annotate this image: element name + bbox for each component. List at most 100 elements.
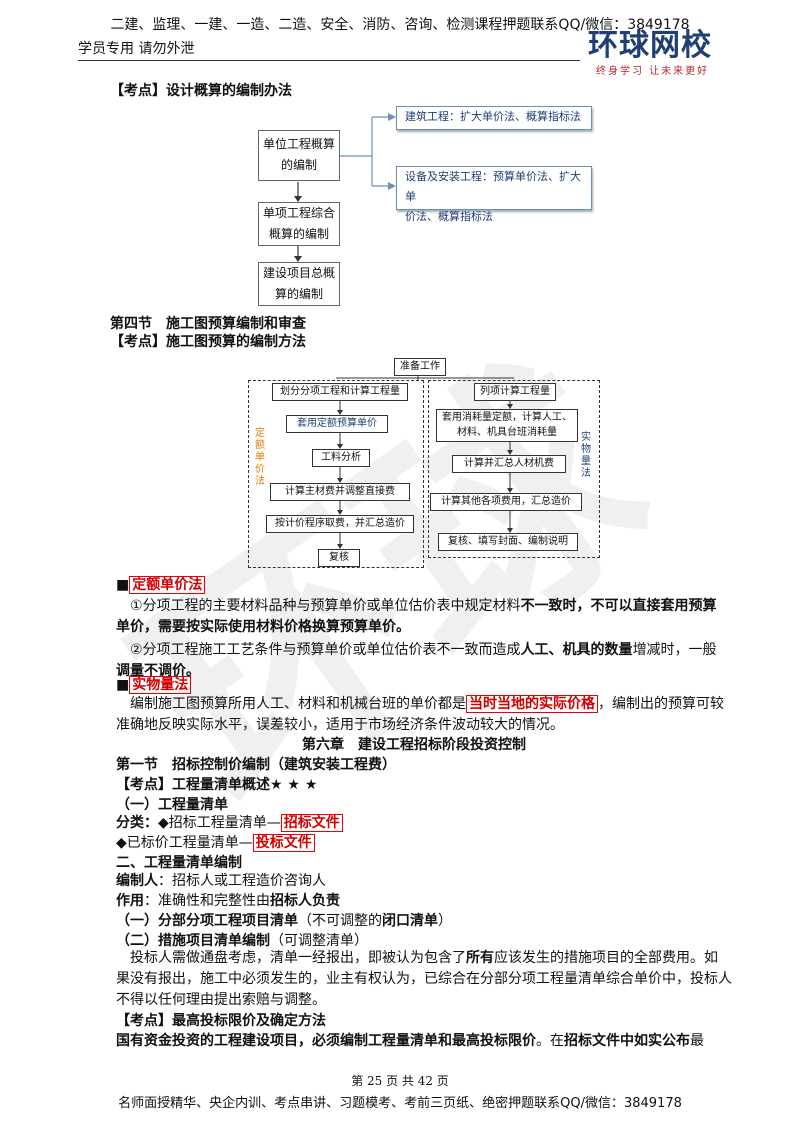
preparer-text: ：招标人或工程造价咨询人 <box>158 873 326 889</box>
right-step-2-line2: 材料、机具台班消耗量 <box>457 427 557 438</box>
p1-bold: 不一致时，不可以直接套用预算 <box>520 598 717 614</box>
section-title-construction-budget: 第四节 施工图预算编制和审查 <box>110 316 306 332</box>
physical-quantity-method-frame <box>428 380 600 558</box>
closed-list-bold: 闭口清单 <box>382 913 438 929</box>
logo-slogan: 终身学习 让未来更好 <box>596 66 710 77</box>
unit-price-method-label: 定额单价法 <box>255 428 265 487</box>
p5-end: 最 <box>690 1033 704 1049</box>
total-estimate-line1: 建设项目总概 <box>262 266 335 280</box>
heading-physical-quantity-method: ■实物量法 <box>116 674 192 694</box>
right-step-1: 列项计算工程量 <box>474 383 556 401</box>
p4-bold: 所有 <box>466 950 494 966</box>
preparer-label: 编制人 <box>116 873 158 889</box>
unit-price-method-tag: 定额单价法 <box>129 576 206 594</box>
subheading-bill-preparation: 二、工程量清单编制 <box>116 855 242 871</box>
subheading-bill-of-quantities: （一）工程量清单 <box>116 797 228 813</box>
right-step-2-line1: 套用消耗量定额，计算人工、 <box>442 412 572 423</box>
p3-normal: 编制施工图预算所用人工、材料和机械台班的单价都是 <box>130 696 466 712</box>
right-step-2: 套用消耗量定额，计算人工、 材料、机具台班消耗量 <box>436 409 578 442</box>
total-estimate-line2: 算的编制 <box>274 287 323 301</box>
right-step-4: 计算其他各项费用，汇总造价 <box>430 493 582 511</box>
left-step-2: 套用定额预算单价 <box>286 415 388 433</box>
left-step-3: 工料分析 <box>312 449 370 467</box>
p4-normal-cont: 应该发生的措施项目的全部费用。如 <box>494 950 718 966</box>
heading-unit-price-method: ■定额单价法 <box>116 574 206 594</box>
p2-bold-end: 调量不调价。 <box>116 663 200 679</box>
physical-quantity-method-label: 实物量法 <box>581 432 591 479</box>
left-step-5: 按计价程序取费，并汇总造价 <box>266 515 414 533</box>
role-text: ：准确性和完整性由 <box>144 893 270 909</box>
chapter-title: 第六章 建设工程招标阶段投资控制 <box>302 737 526 753</box>
p4-normal: 投标人需做通盘考虑，清单一经报出，即被认为包含了 <box>130 950 466 966</box>
page-number: 第 25 页 共 42 页 <box>351 1074 449 1088</box>
right-step-3: 计算并汇总人材机费 <box>452 455 566 473</box>
paragraph-physical-quantity: 编制施工图预算所用人工、材料和机械台班的单价都是当时当地的实际价格，编制出的预算… <box>116 694 736 736</box>
paragraph-state-funded: 国有资金投资的工程建设项目，必须编制工程量清单和最高投标限价。在招标文件中如实公… <box>116 1030 704 1050</box>
left-step-6: 复核 <box>318 549 360 567</box>
tender-document-tag: 招标文件 <box>280 814 343 832</box>
paragraph-unit-price-1: ①分项工程的主要材料品种与预算单价或单位估价表中规定材料不一致时，不可以直接套用… <box>116 596 736 638</box>
total-estimate-box: 建设项目总概 算的编制 <box>258 262 340 306</box>
measures-list-note: （可调整清单） <box>270 933 368 949</box>
right-step-5: 复核、填写封面、编制说明 <box>438 533 578 551</box>
equipment-line2: 价法、概算指标法 <box>405 210 493 223</box>
classification-label: 分类： <box>116 815 158 831</box>
measures-list-title: （二）措施项目清单编制 <box>116 933 270 949</box>
left-step-4: 计算主材费并调整直接费 <box>270 483 410 501</box>
footer-promo-text: 名师面授精华、央企内训、考点串讲、习题模考、考前三页纸、绝密押题联系QQ/微信：… <box>118 1096 682 1111</box>
classification-line-2: ◆已标价工程量清单—投标文件 <box>116 832 315 852</box>
p2-normal: ②分项工程施工工艺条件与预算单价或单位估价表不一致而造成 <box>130 642 521 658</box>
key-point-bill-overview: 【考点】工程量清单概述★ ★ ★ <box>116 777 318 793</box>
section-subtitle-budget-method: 【考点】施工图预算的编制方法 <box>110 334 306 350</box>
header-notice: 学员专用 请勿外泄 <box>78 41 195 57</box>
unit-estimate-line2: 的编制 <box>280 158 317 172</box>
unit-estimate-line1: 单位工程概算 <box>262 137 335 151</box>
role-line: 作用：准确性和完整性由招标人负责 <box>116 890 340 910</box>
section-title-design-estimate: 【考点】设计概算的编制办法 <box>110 83 292 99</box>
equipment-installation-methods: 设备及安装工程：预算单价法、扩大单 价法、概算指标法 <box>396 166 592 223</box>
p4-line2: 果没有报出，施工中必须发生的，业主有权认为，已综合在分部分项工程量清单综合单价中… <box>116 971 732 987</box>
left-step-1: 划分分项工程和计算工程量 <box>272 383 408 401</box>
single-project-line1: 单项工程综合 <box>262 206 335 220</box>
header-divider <box>78 60 580 61</box>
classification-line-1: 分类：◆招标工程量清单—招标文件 <box>116 812 343 832</box>
p1-bold-cont: 单价，需要按实际使用材料价格换算预算单价。 <box>116 619 410 635</box>
single-project-estimate-box: 单项工程综合 概算的编制 <box>258 202 340 246</box>
chapter-section-1: 第一节 招标控制价编制（建筑安装工程费） <box>116 757 396 773</box>
p5-bold-2: 招标文件中如实公布 <box>564 1033 690 1049</box>
unit-estimate-box: 单位工程概算 的编制 <box>258 130 340 181</box>
physical-quantity-method-tag: 实物量法 <box>129 676 192 694</box>
p3-normal-end: 准确地反映实际水平，误差较小，适用于市场经济条件波动较大的情况。 <box>116 717 564 733</box>
p2-bold: 人工、机具的数量 <box>520 642 633 658</box>
p3-normal-cont: ，编制出的预算可较 <box>598 696 724 712</box>
p5-bold: 国有资金投资的工程建设项目，必须编制工程量清单和最高投标限价 <box>116 1033 536 1049</box>
equipment-line1: 设备及安装工程：预算单价法、扩大单 <box>405 170 581 203</box>
classification-item-2: ◆已标价工程量清单— <box>116 835 253 851</box>
sub-item-note: （不可调整的 <box>298 913 382 929</box>
measures-list-line: （二）措施项目清单编制（可调整清单） <box>116 930 368 950</box>
classification-item-1: ◆招标工程量清单— <box>158 815 281 831</box>
brand-logo: 环球网校 终身学习 让未来更好 <box>588 28 738 78</box>
preparation-box: 准备工作 <box>394 358 446 376</box>
paragraph-unit-price-2: ②分项工程施工工艺条件与预算单价或单位估价表不一致而造成人工、机具的数量增减时，… <box>116 640 736 682</box>
role-label: 作用 <box>116 893 144 909</box>
unit-price-method-frame <box>248 380 424 568</box>
p3-highlight: 当时当地的实际价格 <box>466 695 598 713</box>
sub-item-list-line: （一）分部分项工程项目清单（不可调整的闭口清单） <box>116 910 452 930</box>
single-project-line2: 概算的编制 <box>268 227 329 241</box>
logo-brand-text: 环球网校 <box>588 28 712 63</box>
preparer-line: 编制人：招标人或工程造价咨询人 <box>116 870 326 890</box>
bid-document-tag: 投标文件 <box>252 834 315 852</box>
role-bold: 招标人负责 <box>270 893 340 909</box>
p5-normal: 。在 <box>536 1033 564 1049</box>
header-promo-text: 二建、监理、一建、一造、二造、安全、消防、咨询、检测课程押题联系QQ/微信：38… <box>110 17 690 33</box>
p1-normal: ①分项工程的主要材料品种与预算单价或单位估价表中规定材料 <box>130 598 521 614</box>
p4-line3: 不得以任何理由提出索赔与调整。 <box>116 992 326 1008</box>
p2-normal-cont: 增减时，一般 <box>632 642 717 658</box>
sub-item-list-title: （一）分部分项工程项目清单 <box>116 913 298 929</box>
key-point-max-bid-limit: 【考点】最高投标限价及确定方法 <box>116 1013 326 1029</box>
sub-item-note-end: ） <box>438 913 452 929</box>
paragraph-bidder-consideration: 投标人需做通盘考虑，清单一经报出，即被认为包含了所有应该发生的措施项目的全部费用… <box>116 948 740 1011</box>
building-works-methods: 建筑工程：扩大单价法、概算指标法 <box>396 106 592 130</box>
